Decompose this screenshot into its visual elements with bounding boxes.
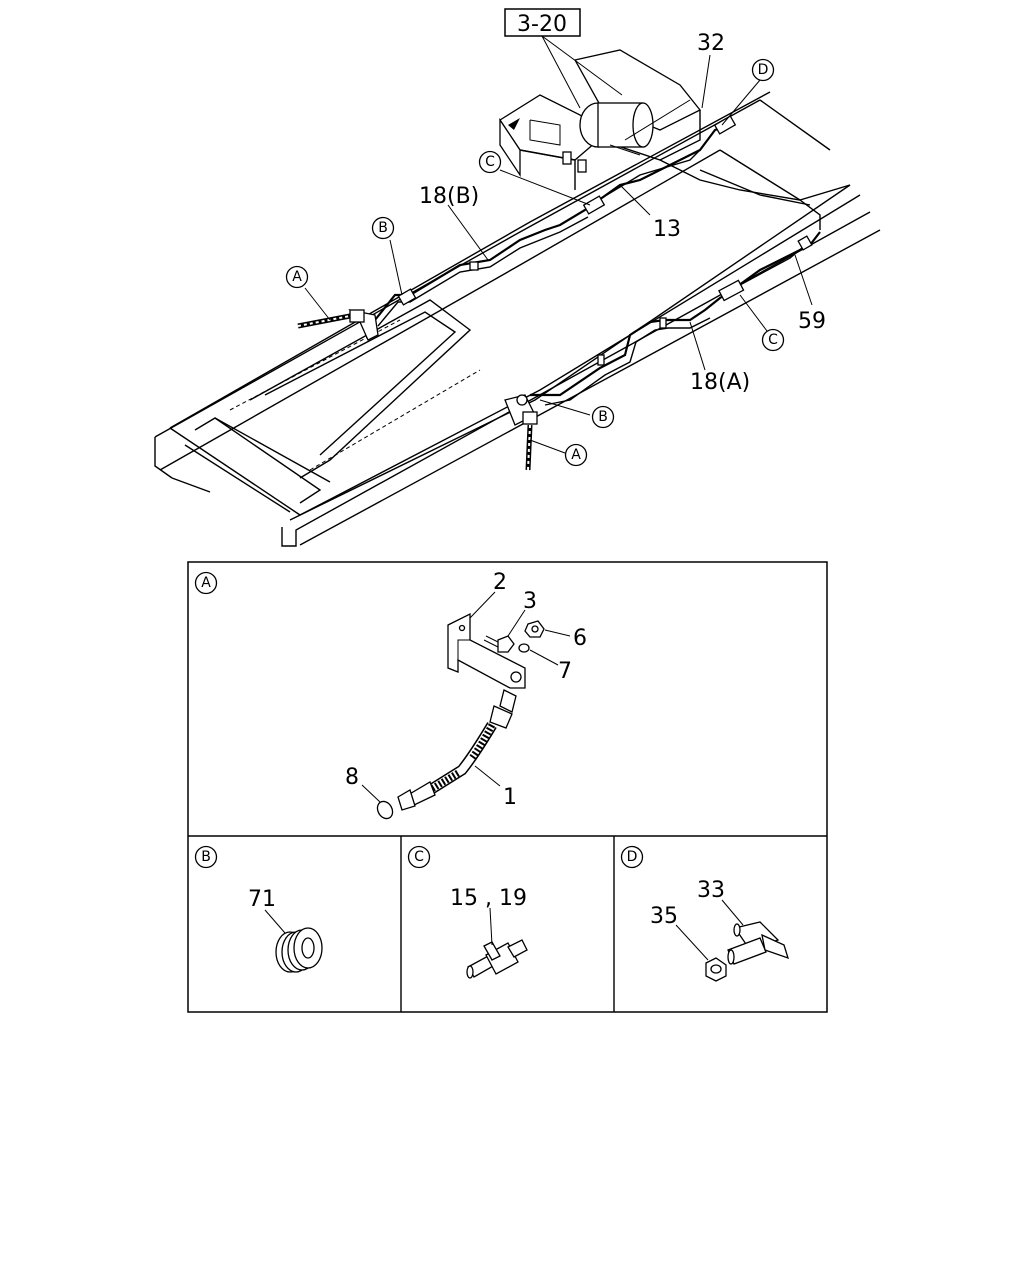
bracket <box>447 612 526 689</box>
svg-text:A: A <box>201 575 211 591</box>
label-part-35: 35 <box>650 904 678 929</box>
svg-text:A: A <box>571 447 581 463</box>
svg-text:C: C <box>414 849 424 865</box>
tee-fitting <box>727 921 789 965</box>
callout-c-right <box>761 328 785 352</box>
reference-box: 3-20 <box>504 8 623 109</box>
label-part-71: 71 <box>248 887 276 912</box>
reference-label: 3-20 <box>517 12 567 37</box>
svg-text:B: B <box>598 409 608 425</box>
label-part-1: 1 <box>503 785 517 810</box>
label-part-33: 33 <box>697 878 725 903</box>
label-part-8: 8 <box>345 765 359 790</box>
callout-d <box>751 58 775 82</box>
label-part-2: 2 <box>493 570 507 595</box>
panel-b: B 71 <box>194 845 323 973</box>
label-59: 59 <box>798 309 826 334</box>
washer <box>518 643 530 653</box>
panel-a-letter <box>194 571 218 595</box>
svg-text:D: D <box>758 62 769 78</box>
svg-text:B: B <box>201 849 211 865</box>
panel-c: C 15 , 19 <box>407 845 528 979</box>
svg-text:B: B <box>378 220 388 236</box>
panel-a: A <box>194 570 587 820</box>
panel-b-letter <box>194 845 218 869</box>
callout-b-left <box>371 216 395 240</box>
nut-35 <box>705 957 727 982</box>
right-flex-hose <box>504 394 538 471</box>
grommet <box>275 927 323 973</box>
chassis-frame <box>154 91 881 547</box>
svg-text:D: D <box>627 849 638 865</box>
label-part-15-19: 15 , 19 <box>450 886 527 911</box>
engine-mount-assembly <box>499 49 702 190</box>
bolt <box>483 635 515 653</box>
svg-text:C: C <box>768 332 778 348</box>
left-flex-hose <box>297 309 379 341</box>
label-part-6: 6 <box>573 626 587 651</box>
o-ring <box>376 800 394 820</box>
brake-pipes <box>374 115 821 406</box>
nut <box>524 620 545 638</box>
svg-text:C: C <box>485 154 495 170</box>
callout-a-right <box>564 443 588 467</box>
callout-c-left <box>478 150 502 174</box>
panel-c-letter <box>407 845 431 869</box>
flex-hose <box>397 689 517 811</box>
union-fitting <box>466 939 528 979</box>
main-callouts: D C B A C B A <box>285 58 785 467</box>
label-13: 13 <box>653 217 681 242</box>
label-part-3: 3 <box>523 589 537 614</box>
panel-d-letter <box>620 845 644 869</box>
main-part-labels: 32 18(B) 13 59 18(A) <box>419 31 826 395</box>
label-part-7: 7 <box>558 659 572 684</box>
label-18b: 18(B) <box>419 184 479 209</box>
panel-d: D 33 35 <box>620 845 789 982</box>
leader-lines <box>304 54 813 454</box>
callout-b-right <box>591 405 615 429</box>
label-32: 32 <box>697 31 725 56</box>
svg-text:A: A <box>292 269 302 285</box>
callout-a-left <box>285 265 309 289</box>
label-18a: 18(A) <box>690 370 750 395</box>
